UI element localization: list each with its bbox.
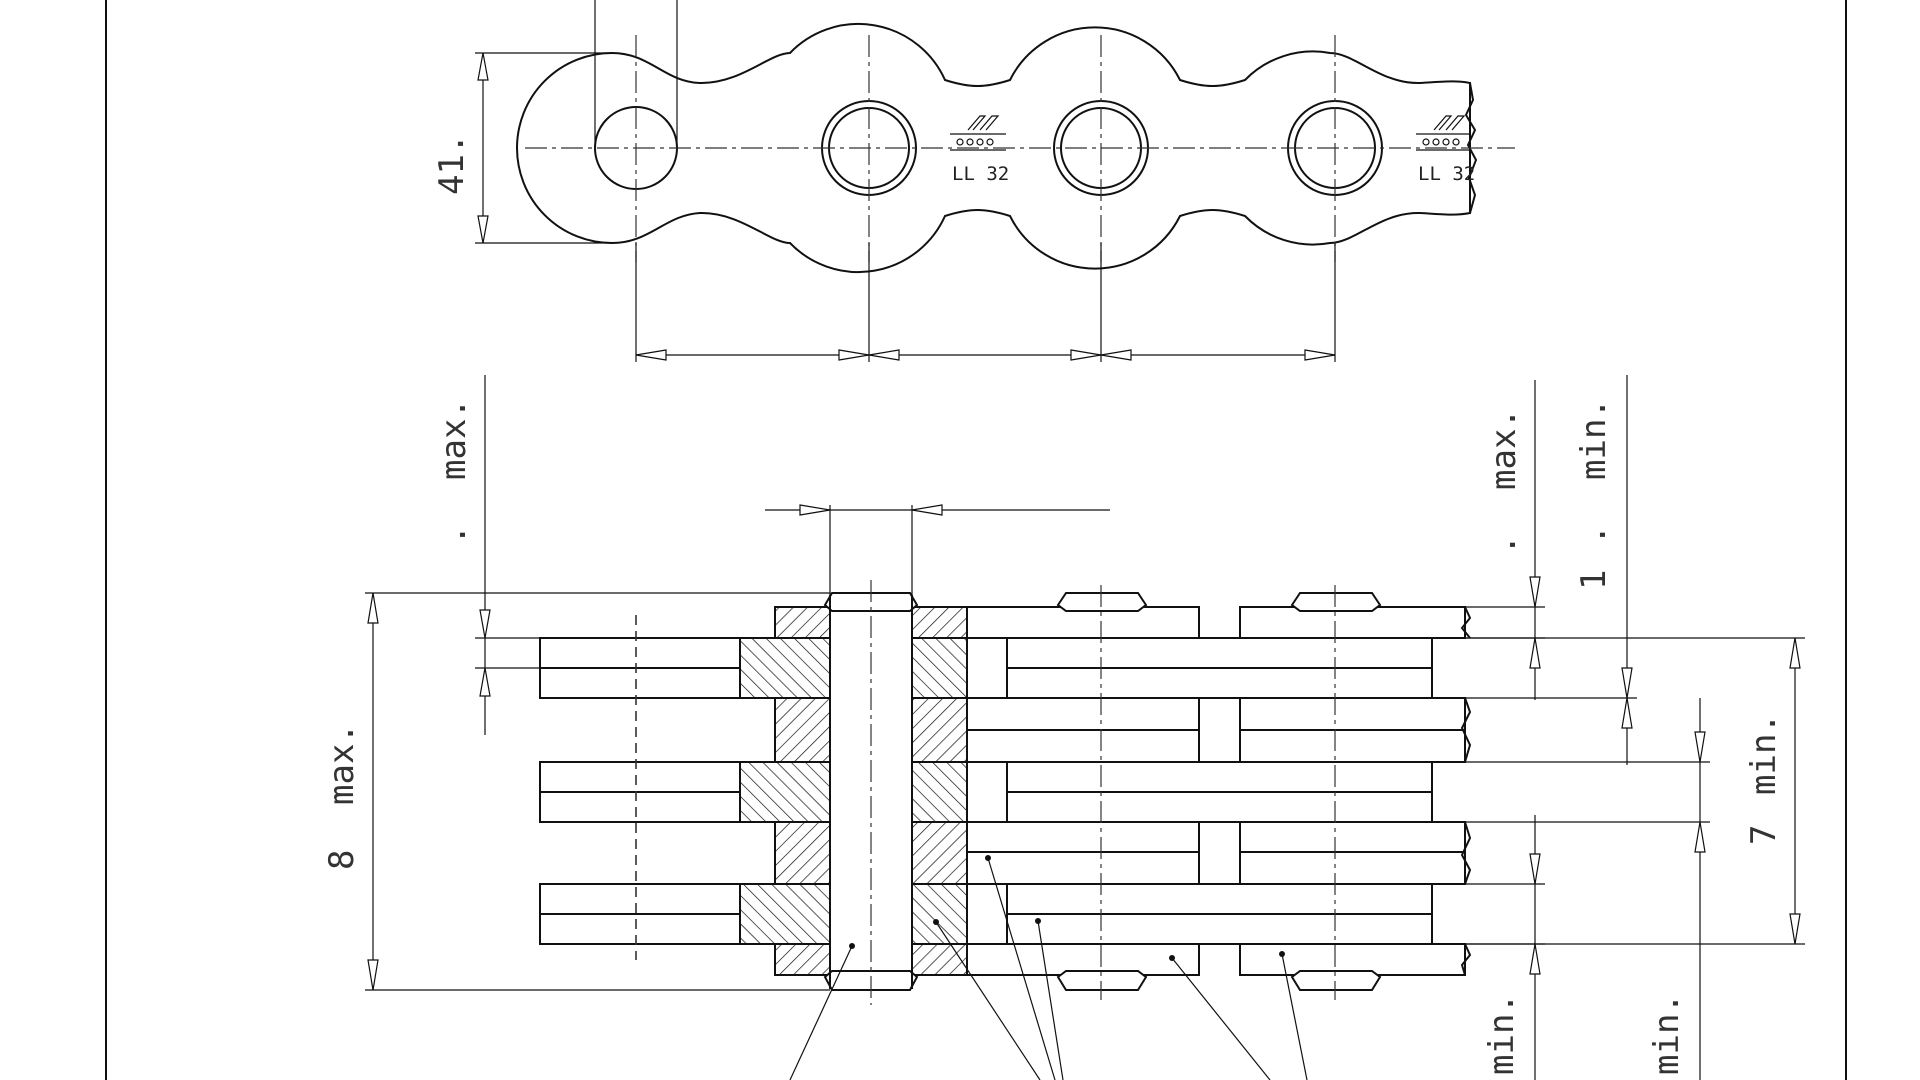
break-line	[1464, 82, 1478, 214]
pin-section	[823, 580, 919, 1005]
dimension-overall-width: 8 max.	[322, 592, 830, 991]
dimension-height: 41.	[432, 52, 612, 244]
inner-plates-right	[966, 637, 1433, 945]
dimension-right-max: max. .	[1465, 380, 1545, 700]
dimension-right-bushing: min. min.	[1465, 698, 1710, 1080]
chain-top-view: LL 32 LL 32 41.	[432, 0, 1515, 362]
dim-bottom-min-a-text: min.	[1482, 993, 1522, 1075]
dim-overall-text: 8	[322, 850, 362, 870]
pin-heads-right	[1056, 585, 1382, 1000]
dim-left-dot-text: .	[434, 525, 474, 545]
mark-text: LL 32	[952, 163, 1009, 185]
link-plate-outline	[516, 23, 1471, 273]
dim-inner-min-text: min.	[1744, 713, 1784, 795]
dim-right-dot-text: .	[1484, 535, 1524, 555]
dimension-pitch	[635, 243, 1336, 362]
dimension-pin-width	[765, 504, 1110, 596]
dim-inner-text: 7	[1744, 825, 1784, 845]
dimension-left-max: max. .	[434, 375, 540, 735]
break-line-side	[1460, 606, 1472, 976]
inner-plates-left	[539, 615, 741, 960]
dim-right-max-text: max.	[1484, 408, 1524, 490]
chain-side-view: max. . 8 max. max. . 1	[322, 375, 1805, 1080]
dim-left-max-text: max.	[434, 398, 474, 480]
section-hatching	[739, 606, 968, 976]
dim-height-text: 41.	[432, 134, 472, 195]
dim-right-one-text: 1	[1574, 570, 1614, 590]
manufacturer-mark-2: LL 32	[1416, 115, 1475, 185]
outer-plates-right	[966, 606, 1466, 976]
dimension-inner-width: 7 min.	[1432, 637, 1805, 945]
drawing-frame	[105, 0, 1847, 1080]
dim-right-min-text: min.	[1574, 398, 1614, 480]
dimension-right-min: 1 . min.	[1465, 375, 1637, 765]
dim-bottom-min-b-text: min.	[1647, 993, 1687, 1075]
manufacturer-mark-1: LL 32	[950, 115, 1009, 185]
mark-text: LL 32	[1418, 163, 1475, 185]
dim-right-one-dot-text: .	[1574, 525, 1614, 545]
part-leaders	[789, 855, 1308, 1080]
dim-overall-max-text: max.	[322, 723, 362, 805]
